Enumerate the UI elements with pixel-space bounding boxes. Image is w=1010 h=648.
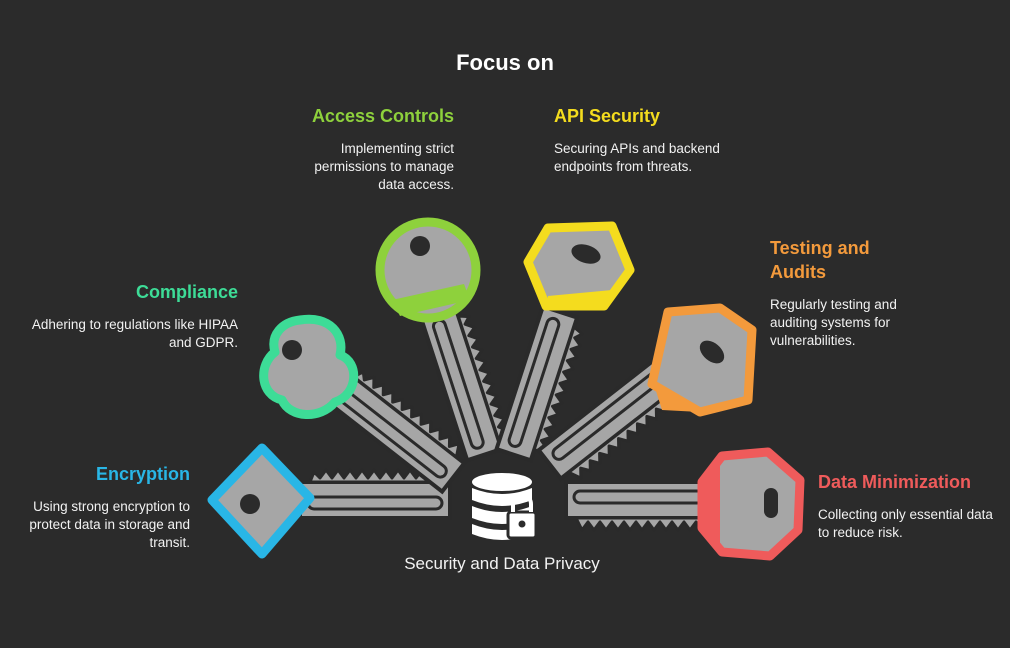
encryption-block: Encryption Using strong encryption to pr…	[14, 462, 190, 552]
encryption-title: Encryption	[95, 464, 190, 484]
access-key-head	[375, 217, 481, 323]
compliance-key	[259, 314, 474, 494]
testing-block: Testing and Audits Regularly testing and…	[770, 236, 926, 350]
minimization-title: Data Minimization	[818, 472, 972, 492]
api-description: Securing APIs and backend endpoints from…	[554, 141, 720, 174]
encryption-key	[207, 443, 452, 559]
api-key-head	[523, 221, 635, 311]
compliance-description: Adhering to regulations like HIPAA and G…	[31, 317, 238, 350]
minimization-block: Data Minimization Collecting only essent…	[818, 470, 998, 542]
access-block: Access Controls Implementing strict perm…	[286, 104, 454, 194]
compliance-key-head	[259, 314, 359, 419]
access-description: Implementing strict permissions to manag…	[314, 141, 454, 192]
page-title: Focus on	[456, 50, 554, 75]
minimization-key	[564, 447, 805, 561]
api-block: API Security Securing APIs and backend e…	[554, 104, 730, 176]
testing-key-head	[647, 303, 757, 417]
minimization-description: Collecting only essential data to reduce…	[818, 507, 993, 540]
center-label: Security and Data Privacy	[404, 554, 600, 573]
minimization-key-head	[697, 447, 805, 561]
database-lock-icon	[472, 473, 538, 540]
access-key	[375, 217, 515, 463]
encryption-description: Using strong encryption to protect data …	[29, 499, 190, 550]
access-title: Access Controls	[311, 106, 454, 126]
api-title: API Security	[554, 106, 661, 126]
compliance-block: Compliance Adhering to regulations like …	[10, 280, 238, 352]
api-key	[494, 221, 635, 466]
compliance-title: Compliance	[135, 282, 238, 302]
testing-title: Testing and Audits	[770, 238, 870, 282]
encryption-key-head	[207, 443, 315, 559]
testing-description: Regularly testing and auditing systems f…	[770, 297, 897, 348]
testing-key	[536, 303, 757, 490]
